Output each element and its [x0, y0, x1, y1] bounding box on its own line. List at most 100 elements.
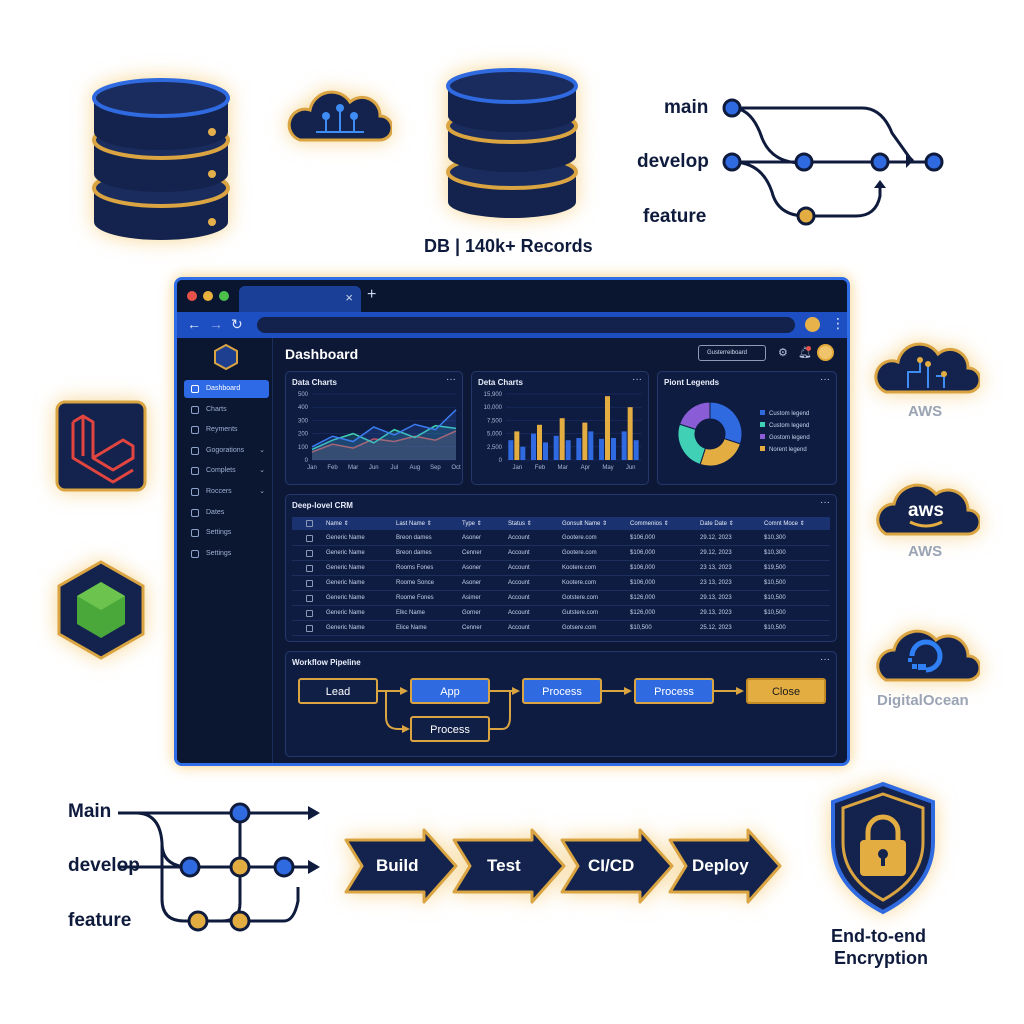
forward-arrow-icon[interactable]: →: [209, 316, 223, 332]
chevron-down-icon: ⌄: [259, 488, 265, 495]
bar: [611, 438, 616, 460]
sidebar-item-0[interactable]: Dashboard: [184, 380, 269, 398]
new-tab-icon[interactable]: +: [367, 286, 377, 303]
aws-label-2: AWS: [908, 543, 943, 560]
sidebar-item-3[interactable]: Gogorations⌄: [184, 442, 269, 460]
bar: [531, 433, 536, 460]
sidebar-item-2[interactable]: Reyments: [184, 421, 269, 439]
table-cell: Breon dames: [396, 550, 432, 556]
sidebar-item-4[interactable]: Complets⌄: [184, 462, 269, 480]
column-header[interactable]: Commenios ⇕: [630, 520, 669, 527]
minimize-window-dot[interactable]: [203, 291, 213, 301]
pipeline-step-cicd: CI/CD: [588, 856, 635, 875]
more-options-icon[interactable]: ···: [820, 374, 830, 385]
db-records-caption: DB | 140k+ Records: [424, 236, 593, 256]
row-checkbox[interactable]: [306, 580, 313, 587]
bar: [565, 440, 571, 460]
workflow-step-lead[interactable]: Lead: [298, 678, 378, 704]
sidebar-item-5[interactable]: Roccers⌄: [184, 483, 269, 501]
chevron-down-icon: ⌄: [259, 467, 265, 475]
table-cell: Account: [508, 595, 530, 601]
reload-icon[interactable]: ↻: [231, 316, 243, 332]
chevron-down-icon: ⌄: [259, 446, 265, 454]
address-bar[interactable]: [257, 317, 795, 333]
table-cell: $10,500: [764, 625, 786, 631]
sidebar-item-6[interactable]: Dates: [184, 504, 269, 522]
sort-icon[interactable]: ⇕: [727, 521, 734, 527]
sort-icon[interactable]: ⇕: [475, 521, 482, 527]
column-header[interactable]: Type ⇕: [462, 520, 482, 527]
row-checkbox[interactable]: [306, 550, 313, 557]
sort-icon[interactable]: ⇕: [425, 521, 432, 527]
sidebar-item-7[interactable]: Settings: [184, 524, 269, 542]
select-all-checkbox[interactable]: [306, 520, 313, 527]
sort-icon[interactable]: ⇕: [798, 521, 805, 527]
column-header[interactable]: Gonsult Name ⇕: [562, 520, 607, 527]
more-options-icon[interactable]: ···: [820, 654, 830, 665]
tab-bar: × +: [177, 280, 847, 312]
header-dashboard-button[interactable]: Gusterreiboard: [698, 345, 766, 361]
close-window-dot[interactable]: [187, 291, 197, 301]
bar: [588, 431, 594, 460]
more-options-icon[interactable]: ···: [820, 497, 830, 508]
table-cell: Asoner: [462, 535, 482, 541]
sort-icon[interactable]: ⇕: [600, 521, 608, 527]
row-checkbox[interactable]: [306, 535, 313, 542]
legend-swatch: [760, 422, 765, 427]
workflow-step-process-2[interactable]: Process: [634, 678, 714, 704]
table-cell: Generic Name: [326, 610, 365, 616]
sidebar-item-icon: [191, 549, 199, 558]
maximize-window-dot[interactable]: [219, 291, 229, 301]
git-graph-top: [722, 98, 944, 226]
column-header[interactable]: Date Date ⇕: [700, 520, 734, 527]
tab-close-icon[interactable]: ×: [345, 290, 353, 305]
y-tick-label: 5,000: [487, 432, 503, 438]
back-arrow-icon[interactable]: ←: [187, 316, 201, 332]
workflow-step-close[interactable]: Close: [746, 678, 826, 704]
line-chart-title: Data Charts: [292, 378, 337, 387]
sort-icon[interactable]: ⇕: [342, 521, 349, 527]
more-options-icon[interactable]: ···: [632, 374, 642, 385]
legend-label: Custom legend: [769, 423, 809, 429]
bar: [627, 407, 633, 460]
column-header[interactable]: Status ⇕: [508, 520, 532, 527]
table-cell: $106,000: [630, 580, 656, 586]
column-header[interactable]: Comnt Moce ⇕: [764, 520, 805, 527]
row-checkbox[interactable]: [306, 610, 313, 617]
table-cell: $10,500: [764, 595, 786, 601]
workflow-step-app[interactable]: App: [410, 678, 490, 704]
gear-icon[interactable]: ⚙: [778, 347, 788, 359]
profile-dot-icon[interactable]: [805, 317, 820, 332]
encryption-label-line1: End-to-end: [831, 926, 926, 946]
avatar[interactable]: [817, 344, 834, 361]
row-checkbox[interactable]: [306, 595, 313, 602]
browser-menu-icon[interactable]: ⋮: [831, 315, 845, 331]
workflow-step-process-1[interactable]: Process: [522, 678, 602, 704]
more-options-icon[interactable]: ···: [446, 374, 456, 385]
workflow-step-process-branch[interactable]: Process: [410, 716, 490, 742]
column-header[interactable]: Name ⇕: [326, 520, 349, 527]
sidebar-item-8[interactable]: Settings: [184, 545, 269, 563]
crm-table-card: Deep-lovel CRM ··· Name ⇕Last Name ⇕Type…: [285, 494, 837, 642]
row-checkbox[interactable]: [306, 565, 313, 572]
sidebar-item-1[interactable]: Charts: [184, 401, 269, 419]
row-checkbox[interactable]: [306, 625, 313, 632]
y-tick-label: 400: [298, 405, 309, 411]
sidebar-item-label: Dashboard: [206, 385, 241, 392]
browser-tab[interactable]: ×: [239, 286, 361, 312]
sort-icon[interactable]: ⇕: [525, 521, 532, 527]
pie-slice: [678, 401, 711, 430]
column-header[interactable]: Last Name ⇕: [396, 520, 432, 527]
sort-icon[interactable]: ⇕: [662, 521, 669, 527]
table-cell: Kootere.com: [562, 565, 597, 571]
